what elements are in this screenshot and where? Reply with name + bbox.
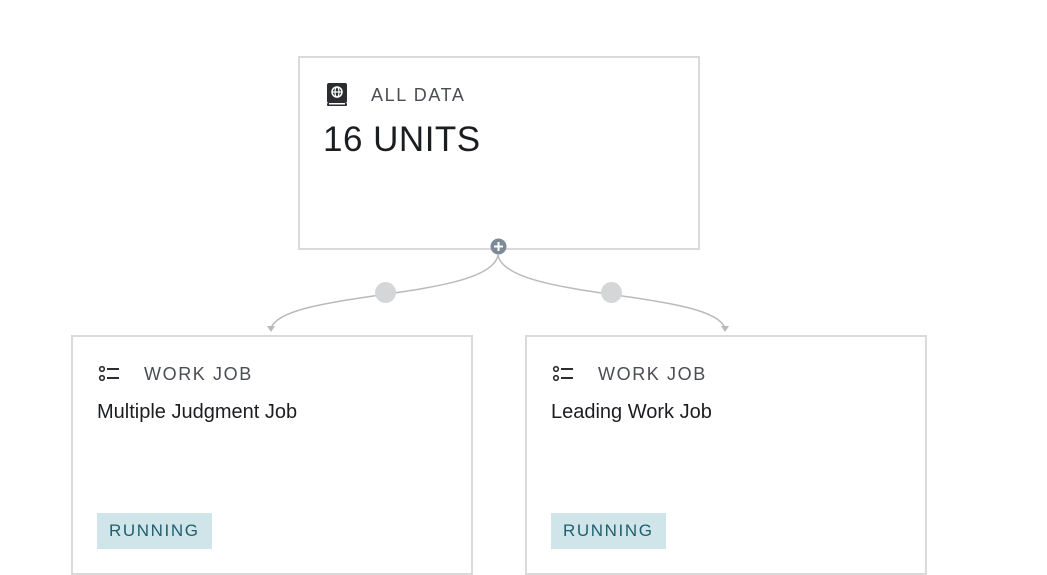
list-icon (552, 365, 573, 382)
job-title: Multiple Judgment Job (97, 401, 298, 423)
arrow-down-icon (267, 326, 275, 332)
book-globe-icon (327, 83, 347, 106)
list-icon (98, 365, 119, 382)
arrow-down-icon (721, 326, 729, 332)
units-count: 16 UNITS (323, 120, 481, 159)
node-header: ALL DATA (324, 82, 466, 108)
node-type-label: WORK JOB (144, 363, 253, 384)
status-badge: RUNNING (551, 513, 666, 549)
add-node-icon[interactable] (490, 238, 507, 255)
node-type-label: WORK JOB (598, 363, 707, 384)
edge-handle[interactable] (601, 282, 622, 303)
node-type-label: ALL DATA (371, 84, 466, 105)
job-node[interactable]: WORK JOB Multiple Judgment Job RUNNING (71, 335, 473, 575)
job-title: Leading Work Job (551, 401, 712, 423)
node-header: WORK JOB (551, 361, 707, 387)
node-header: WORK JOB (97, 361, 253, 387)
edge-handle[interactable] (375, 282, 396, 303)
data-source-node[interactable]: ALL DATA 16 UNITS (298, 56, 700, 250)
status-badge: RUNNING (97, 513, 212, 549)
job-node[interactable]: WORK JOB Leading Work Job RUNNING (525, 335, 927, 575)
